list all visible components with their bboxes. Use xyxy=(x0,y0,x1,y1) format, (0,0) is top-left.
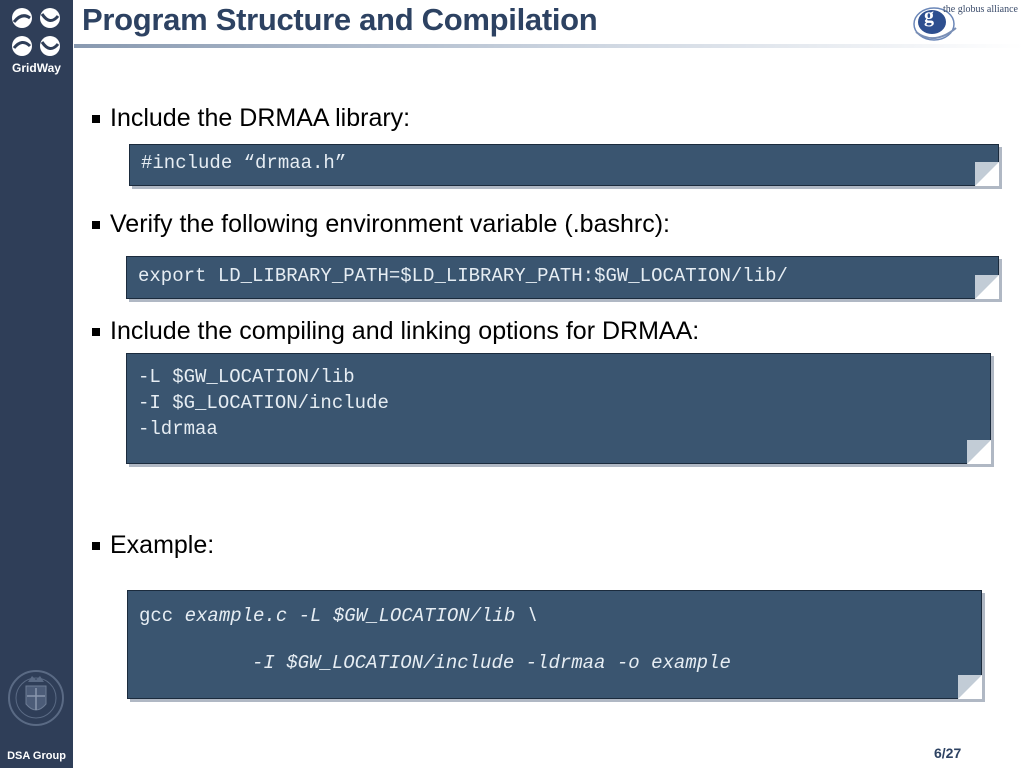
code-command: gcc xyxy=(139,605,185,627)
gridway-logo-label: GridWay xyxy=(12,61,61,75)
code-line: -L $GW_LOCATION/lib xyxy=(138,366,355,388)
university-seal-icon xyxy=(8,670,64,726)
page-number: 6/27 xyxy=(934,745,962,761)
code-block-options: -L $GW_LOCATION/lib -I $G_LOCATION/inclu… xyxy=(126,353,991,464)
bullet-env-variable: Verify the following environment variabl… xyxy=(92,210,670,239)
code-line: -ldrmaa xyxy=(138,418,218,440)
code-block-include: #include “drmaa.h” xyxy=(129,144,999,186)
gridway-logo-icon xyxy=(12,8,60,56)
bullet-text: Verify the following environment variabl… xyxy=(110,210,670,238)
bullet-square-icon xyxy=(92,541,100,550)
bullet-text: Example: xyxy=(110,531,215,559)
code-line: export LD_LIBRARY_PATH=$LD_LIBRARY_PATH:… xyxy=(138,265,788,287)
bullet-text: Include the compiling and linking option… xyxy=(110,317,700,345)
page-fold-corner xyxy=(975,162,999,186)
dsa-group-label: DSA Group xyxy=(7,750,66,762)
page-fold-corner xyxy=(958,675,982,699)
page-fold-corner xyxy=(967,440,991,464)
sidebar: GridWay DSA Group xyxy=(0,0,73,768)
bullet-text: Include the DRMAA library: xyxy=(110,104,411,132)
globus-alliance-logo-icon xyxy=(913,7,957,41)
code-args: example.c -L $GW_LOCATION/lib \ xyxy=(184,605,539,627)
globus-alliance-label: the globus alliance xyxy=(943,4,1018,15)
code-line: #include “drmaa.h” xyxy=(141,152,347,174)
page-title: Program Structure and Compilation xyxy=(82,2,598,37)
code-block-export: export LD_LIBRARY_PATH=$LD_LIBRARY_PATH:… xyxy=(126,256,999,299)
code-line: -I $G_LOCATION/include xyxy=(138,392,389,414)
bullet-include-library: Include the DRMAA library: xyxy=(92,104,410,133)
page-fold-corner xyxy=(975,275,999,299)
bullet-square-icon xyxy=(92,220,100,229)
bullet-square-icon xyxy=(92,327,100,336)
globus-logo-letter: g xyxy=(924,5,934,27)
code-line-1: gcc example.c -L $GW_LOCATION/lib \ xyxy=(139,605,538,627)
title-underline xyxy=(74,44,1024,48)
code-block-example: gcc example.c -L $GW_LOCATION/lib \ -I $… xyxy=(127,590,982,699)
bullet-compile-options: Include the compiling and linking option… xyxy=(92,317,699,346)
code-line-2: -I $GW_LOCATION/include -ldrmaa -o examp… xyxy=(252,652,731,674)
bullet-example: Example: xyxy=(92,531,214,560)
bullet-square-icon xyxy=(92,114,100,123)
